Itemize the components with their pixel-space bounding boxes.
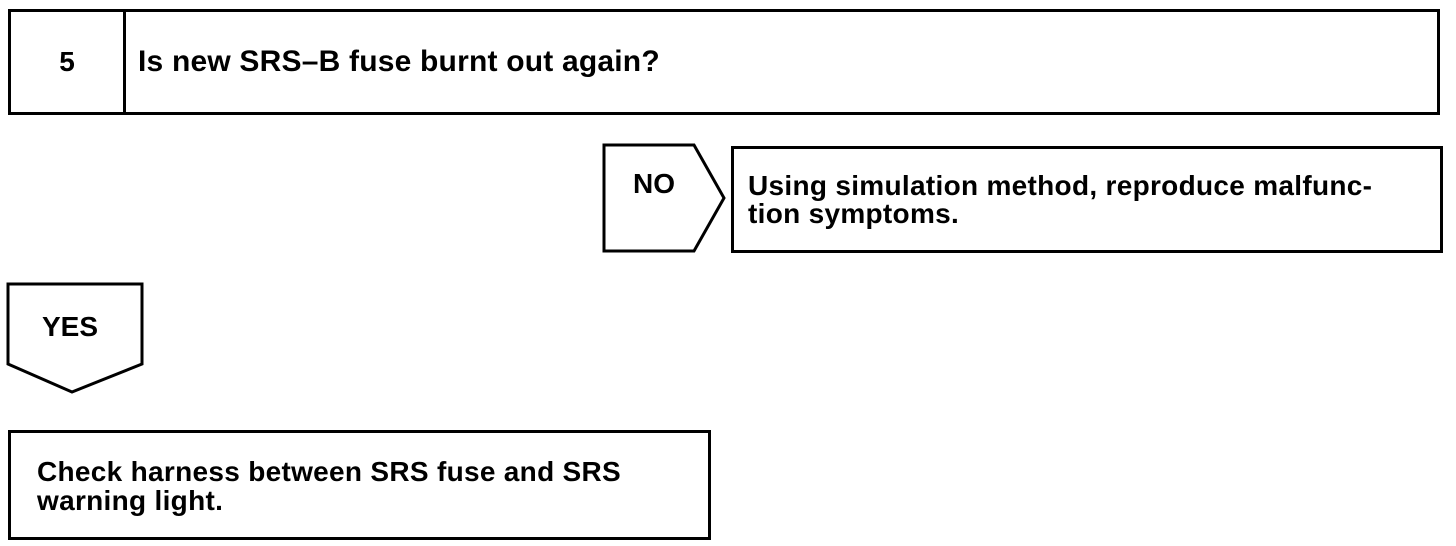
- yes-result-box: Check harness between SRS fuse and SRS w…: [8, 430, 711, 540]
- no-result-box: Using simulation method, reproduce malfu…: [731, 146, 1443, 253]
- step-box: 5 Is new SRS–B fuse burnt out again?: [8, 9, 1440, 115]
- no-arrow-icon: [602, 143, 726, 253]
- yes-arrow-icon: [6, 282, 144, 394]
- yes-result-line-1: Check harness between SRS fuse and SRS: [37, 456, 622, 487]
- yes-label: YES: [42, 311, 99, 342]
- no-label: NO: [633, 168, 675, 199]
- no-result-line-2: tion symptoms.: [748, 198, 960, 229]
- yes-result-line-2: warning light.: [37, 485, 224, 516]
- step-number: 5: [11, 12, 126, 112]
- step-question: Is new SRS–B fuse burnt out again?: [138, 45, 660, 78]
- no-result-line-1: Using simulation method, reproduce malfu…: [748, 170, 1373, 201]
